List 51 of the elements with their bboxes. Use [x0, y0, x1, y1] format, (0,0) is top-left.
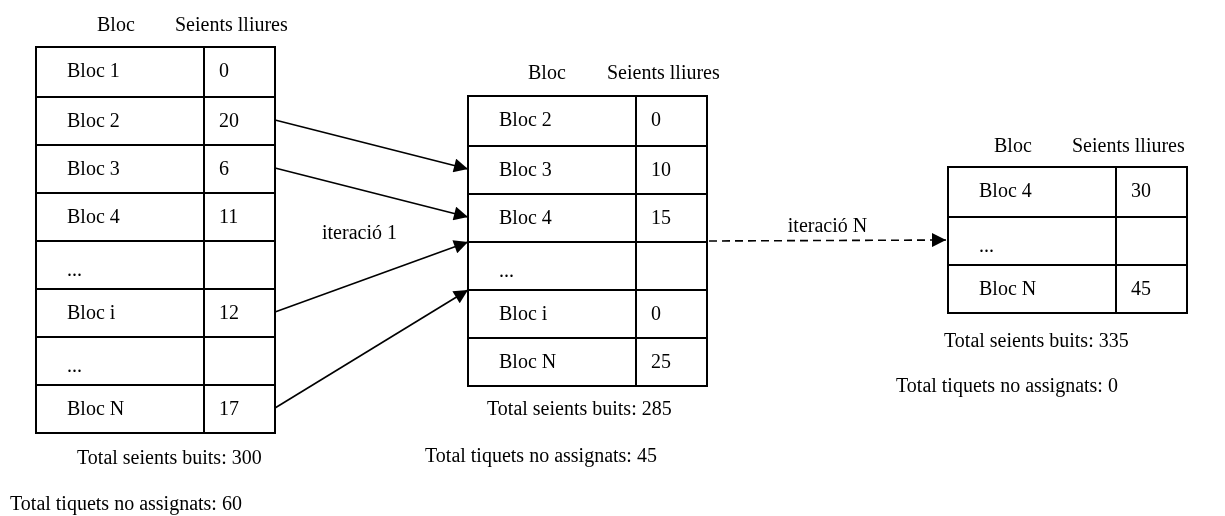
- arrow: [274, 119, 469, 173]
- table-cell: 12: [219, 301, 239, 323]
- table-cell: ...: [67, 258, 82, 280]
- table-cell: Bloc N: [979, 277, 1037, 299]
- table: [467, 95, 708, 387]
- table-cell: Bloc i: [499, 302, 548, 324]
- table-cell: 45: [1131, 277, 1151, 299]
- table-cell: Bloc 1: [67, 59, 120, 81]
- total-text: Total tiquets no assignats: 60: [10, 492, 242, 514]
- table-cell: 0: [651, 108, 661, 130]
- table-cell: ...: [67, 354, 82, 376]
- total-text: Total seients buits: 285: [487, 397, 672, 419]
- column-header: Bloc: [994, 134, 1032, 156]
- table-cell: Bloc N: [67, 397, 125, 419]
- table-cell: Bloc N: [499, 350, 557, 372]
- table: [947, 166, 1188, 314]
- column-header: Seients lliures: [1072, 134, 1185, 156]
- table-cell: Bloc 2: [499, 108, 552, 130]
- column-header: Bloc: [528, 61, 566, 83]
- table-cell: 10: [651, 158, 671, 180]
- table-cell: 25: [651, 350, 671, 372]
- arrow: [708, 233, 947, 248]
- arrow: [274, 240, 469, 313]
- table-cell: 30: [1131, 179, 1151, 201]
- table-cell: 6: [219, 157, 229, 179]
- table-cell: ...: [499, 259, 514, 281]
- total-text: Total seients buits: 335: [944, 329, 1129, 351]
- table-cell: 20: [219, 109, 239, 131]
- arrow: [274, 167, 469, 221]
- iteration-label: iteració 1: [322, 221, 397, 243]
- table-cell: 0: [219, 59, 229, 81]
- column-header: Bloc: [97, 13, 135, 35]
- table-cell: 0: [651, 302, 661, 324]
- table-cell: Bloc i: [67, 301, 116, 323]
- table-cell: Bloc 3: [499, 158, 552, 180]
- table-cell: ...: [979, 234, 994, 256]
- column-header: Seients lliures: [607, 61, 720, 83]
- table-cell: Bloc 3: [67, 157, 120, 179]
- table-cell: 17: [219, 397, 239, 419]
- table-cell: 11: [219, 205, 239, 227]
- total-text: Total tiquets no assignats: 45: [425, 444, 657, 466]
- table-cell: 15: [651, 206, 671, 228]
- total-text: Total seients buits: 300: [77, 446, 262, 468]
- table-cell: Bloc 4: [979, 179, 1032, 201]
- table-cell: Bloc 4: [67, 205, 120, 227]
- total-text: Total tiquets no assignats: 0: [896, 374, 1118, 396]
- table-cell: Bloc 4: [499, 206, 552, 228]
- column-header: Seients lliures: [175, 13, 288, 35]
- table: [35, 46, 276, 434]
- table-cell: Bloc 2: [67, 109, 120, 131]
- arrow: [274, 289, 469, 409]
